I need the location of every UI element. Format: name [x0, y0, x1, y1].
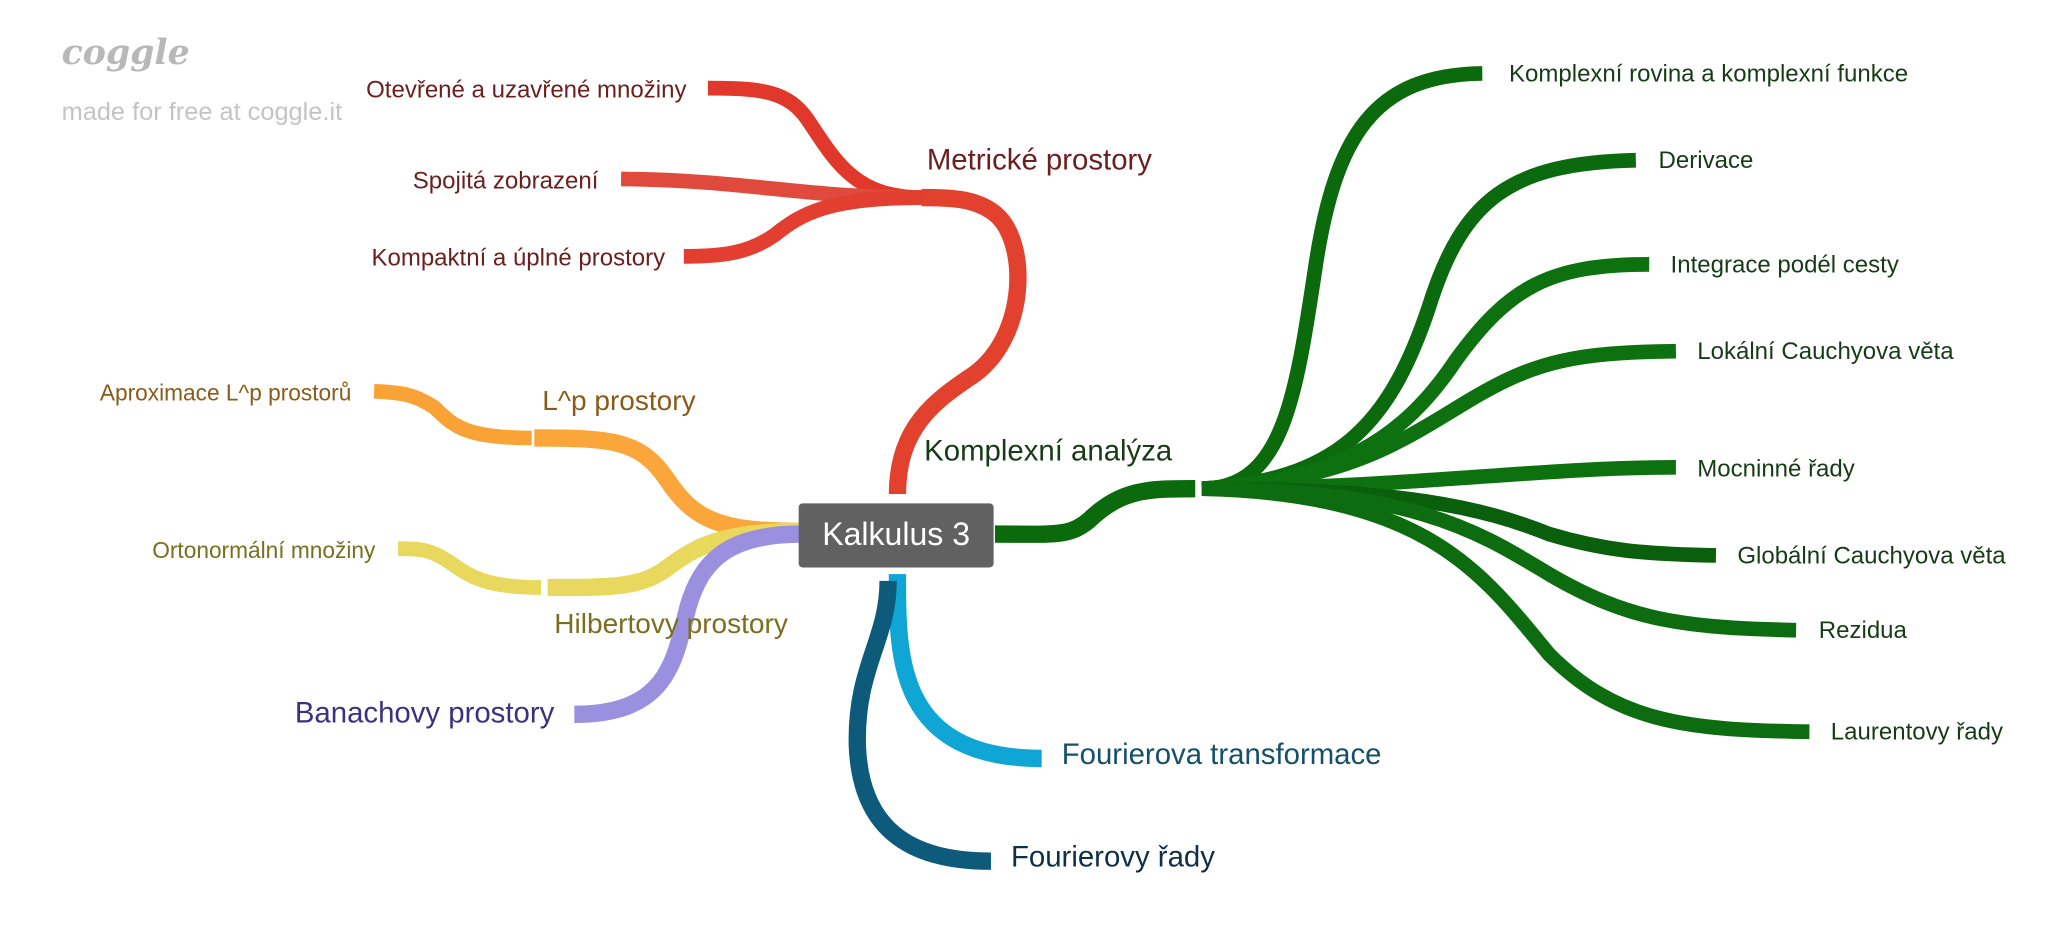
node-hilbertovy[interactable]: Hilbertovy prostory	[554, 608, 788, 639]
node-derivace[interactable]: Derivace	[1659, 147, 1754, 174]
child-line-aproximace	[373, 383, 532, 446]
node-aproximace[interactable]: Aproximace L^p prostorů	[100, 380, 352, 406]
branch-line-metricke	[888, 188, 1027, 495]
child-line-rovina	[1201, 66, 1483, 497]
root-node-box	[798, 503, 994, 568]
child-line-kompaktni	[683, 190, 922, 264]
branch-line-komplexni	[994, 480, 1196, 543]
branch-line-fourier-transform	[888, 574, 1042, 768]
node-fourierova-transformace[interactable]: Fourierova transformace	[1062, 738, 1382, 771]
child-line-laurentovy	[1201, 481, 1810, 740]
node-fourierovy-rady[interactable]: Fourierovy řady	[1011, 841, 1215, 874]
node-rezidua[interactable]: Rezidua	[1819, 617, 1908, 644]
node-laurentovy[interactable]: Laurentovy řady	[1831, 719, 2003, 746]
child-line-rezidua	[1201, 481, 1797, 638]
child-line-lokalni	[1201, 343, 1677, 497]
root-node-label: Kalkulus 3	[822, 516, 970, 552]
node-lokalni[interactable]: Lokální Cauchyova věta	[1697, 338, 1954, 365]
coggle-tagline[interactable]: made for free at coggle.it	[62, 98, 343, 126]
node-ortonormalni[interactable]: Ortonormální množiny	[152, 537, 376, 563]
node-mocninne[interactable]: Mocninné řady	[1697, 456, 1855, 483]
child-line-derivace	[1201, 152, 1637, 497]
child-line-ortonormalni	[398, 541, 541, 595]
node-globalni[interactable]: Globální Cauchyova věta	[1737, 542, 2006, 569]
node-integrace[interactable]: Integrace podél cesty	[1671, 251, 1899, 278]
node-metricke-prostory[interactable]: Metrické prostory	[927, 144, 1152, 177]
root-node[interactable]: Kalkulus 3	[798, 503, 994, 568]
branch-line-fourier-series	[848, 580, 991, 870]
node-lp-prostory[interactable]: L^p prostory	[542, 385, 695, 416]
coggle-logo[interactable]: coggle	[62, 32, 190, 73]
node-komplexni-analyza[interactable]: Komplexní analýza	[924, 435, 1173, 468]
node-rovina[interactable]: Komplexní rovina a komplexní funkce	[1509, 60, 1908, 87]
node-kompaktni[interactable]: Kompaktní a úplné prostory	[371, 245, 665, 272]
node-banachovy[interactable]: Banachovy prostory	[295, 696, 555, 729]
branch-line-lp	[534, 429, 802, 541]
node-spojita[interactable]: Spojitá zobrazení	[413, 167, 599, 194]
node-otevrene[interactable]: Otevřené a uzavřené množiny	[366, 76, 686, 103]
branch-line-banach	[574, 525, 802, 724]
